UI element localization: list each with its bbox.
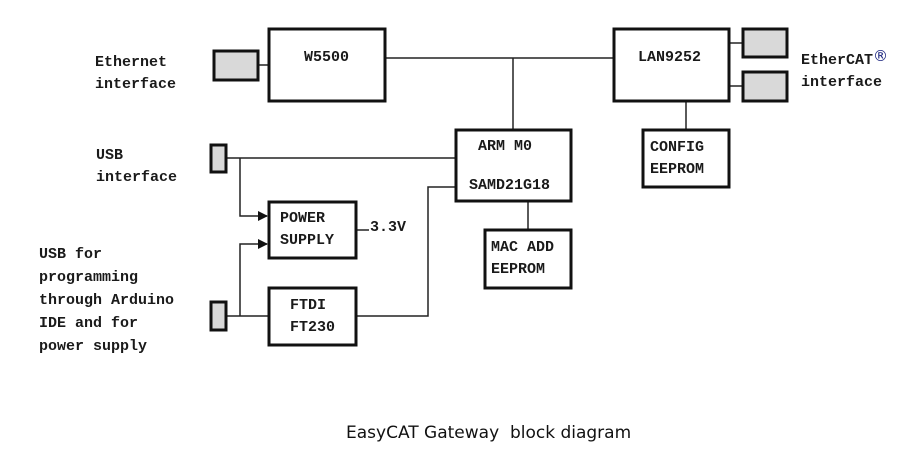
block-w5500-frame xyxy=(267,27,387,103)
block-config-eeprom-line2: EEPROM xyxy=(650,161,704,178)
ethernet-label-line1: Ethernet xyxy=(95,54,167,71)
block-arm: ARM M0 SAMD21G18 xyxy=(454,128,573,203)
block-ftdi-line1: FTDI xyxy=(290,297,326,314)
usb-prog-label-line3: through Arduino xyxy=(39,292,174,309)
block-config-eeprom-frame xyxy=(641,128,731,189)
registered-mark: ® xyxy=(873,47,888,65)
ethercat-label-line1: EtherCAT® xyxy=(801,47,888,69)
ethercat-connector-2 xyxy=(741,70,789,103)
block-power-supply-frame xyxy=(267,200,358,260)
wires xyxy=(226,42,742,317)
ethercat-connector-1 xyxy=(741,27,789,59)
block-mac-eeprom: MAC ADD EEPROM xyxy=(483,228,573,290)
block-config-eeprom-line1: CONFIG xyxy=(650,139,704,156)
usb-label-line1: USB xyxy=(96,147,123,164)
usb-prog-connector xyxy=(209,300,228,332)
block-ftdi-line2: FT230 xyxy=(290,319,335,336)
usb-prog-label-line2: programming xyxy=(39,269,138,286)
ethercat-label-text: EtherCAT xyxy=(801,52,873,69)
block-config-eeprom: CONFIG EEPROM xyxy=(641,128,731,189)
block-ftdi-frame xyxy=(267,286,358,347)
block-lan9252-label: LAN9252 xyxy=(638,49,701,66)
block-power-supply: POWER SUPPLY xyxy=(267,200,358,260)
usb-connector xyxy=(209,143,228,174)
block-w5500: W5500 xyxy=(267,27,387,103)
block-arm-line2: SAMD21G18 xyxy=(469,177,550,194)
block-w5500-label: W5500 xyxy=(304,49,349,66)
block-lan9252-frame xyxy=(612,27,731,103)
ethercat-label-line2: interface xyxy=(801,74,882,91)
wire-ftdi-arm xyxy=(356,186,455,317)
usb-label-line2: interface xyxy=(96,169,177,186)
block-mac-eeprom-line2: EEPROM xyxy=(491,261,545,278)
usb-prog-label-line4: IDE and for xyxy=(39,315,138,332)
block-arm-frame xyxy=(454,128,573,203)
block-lan9252: LAN9252 xyxy=(612,27,731,103)
usb-prog-label-line1: USB for xyxy=(39,246,102,263)
block-ftdi: FTDI FT230 xyxy=(267,286,358,347)
wire-usbprog-power xyxy=(239,239,268,316)
block-arm-line1: ARM M0 xyxy=(478,138,532,155)
block-power-supply-line2: SUPPLY xyxy=(280,232,334,249)
diagram-caption: EasyCAT Gateway block diagram xyxy=(346,423,631,443)
block-mac-eeprom-frame xyxy=(483,228,573,290)
usb-prog-label-line5: power supply xyxy=(39,338,147,355)
ethernet-connector xyxy=(212,49,260,82)
ethernet-label-line2: interface xyxy=(95,76,176,93)
voltage-label: 3.3V xyxy=(370,219,406,236)
block-power-supply-line1: POWER xyxy=(280,210,325,227)
block-mac-eeprom-line1: MAC ADD xyxy=(491,239,554,256)
wire-usb-power xyxy=(239,158,268,221)
